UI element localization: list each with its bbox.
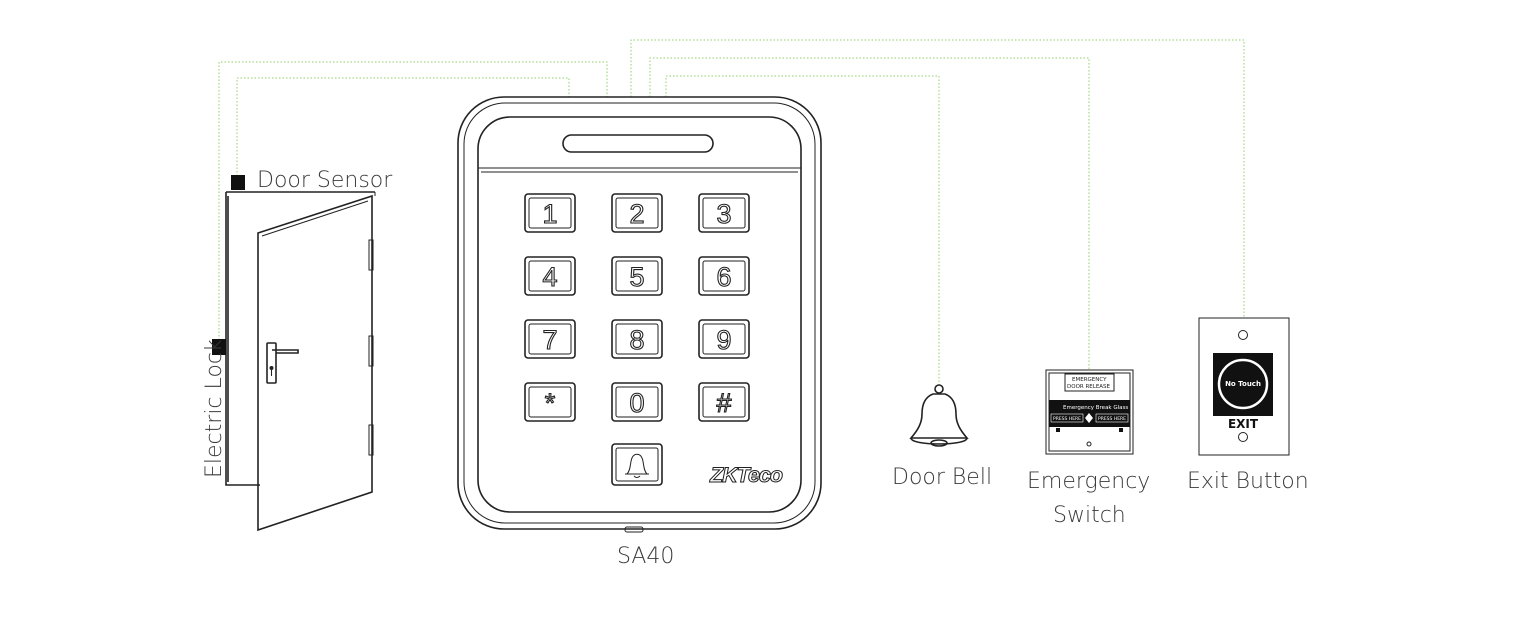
device-face [477, 116, 802, 513]
card-reader-indicator [562, 134, 714, 153]
door-bell-label: Door Bell [892, 465, 992, 490]
keypad-key-label: 5 [629, 262, 644, 292]
exit-button-caption: EXIT [1228, 417, 1259, 431]
keypad-key-label: 7 [542, 325, 557, 355]
door-frame [225, 191, 375, 486]
door-sensor-label: Door Sensor [257, 168, 393, 193]
wires [218, 39, 1245, 385]
keypad-key: 7 [524, 319, 576, 359]
keypad-key: 1 [524, 193, 576, 233]
door-leaf [257, 194, 373, 532]
exit-button-plate [1198, 317, 1290, 456]
emergency-switch-label-line1: Emergency [1027, 469, 1150, 494]
keypad-key: * [524, 382, 576, 422]
door-sensor-block [231, 175, 245, 190]
keypad-key: 3 [698, 193, 750, 233]
brand-logo: ZKTeco [709, 464, 783, 487]
exit-button-center-text: No Touch [1225, 380, 1261, 388]
door-handle [272, 349, 299, 354]
keypad-key: 6 [698, 256, 750, 296]
electric-lock-label: Electric Lock [202, 339, 227, 478]
keypad-key-label: 0 [629, 388, 644, 418]
device-model-label: SA40 [617, 544, 674, 569]
emergency-switch-label-line2: Switch [1053, 503, 1126, 528]
keypad-key: 9 [698, 319, 750, 359]
keypad-key: 8 [611, 319, 663, 359]
keypad-key: 0 [611, 382, 663, 422]
keypad-bell-key [611, 443, 663, 486]
exit-button: No Touch EXIT [1198, 317, 1290, 456]
emergency-break-glass-band [1049, 400, 1130, 427]
emergency-switch: EMERGENCY DOOR RELEASE Emergency Break G… [1045, 369, 1134, 455]
keypad-key-label: 3 [716, 199, 731, 229]
door [212, 175, 376, 532]
exit-button-label: Exit Button [1187, 469, 1309, 494]
wire-emergency-switch [649, 57, 1090, 370]
emergency-header-2: DOOR RELEASE [1067, 384, 1111, 390]
no-touch-sensor-icon [1217, 358, 1269, 410]
door-handle-plate [266, 342, 277, 384]
sa40-device [457, 96, 822, 533]
wire-door-bell [665, 75, 940, 385]
bell-key-icon [625, 453, 649, 478]
keypad-key-label: * [545, 388, 556, 418]
keypad-key-label: 8 [629, 325, 644, 355]
keypad-key: 4 [524, 256, 576, 296]
electric-lock-block [212, 339, 226, 355]
keypad-key-label: 4 [542, 262, 557, 292]
wire-door-sensor [236, 77, 570, 176]
emergency-press-right: PRESS HERE [1098, 416, 1126, 422]
keypad-key-label: 9 [716, 325, 731, 355]
keypad-key-label: 2 [629, 199, 644, 229]
keypad-key-label: 1 [542, 199, 557, 229]
keypad-key: 2 [611, 193, 663, 233]
wire-exit-button [630, 39, 1245, 318]
keypad-key: # [698, 382, 750, 422]
emergency-switch-body [1045, 369, 1134, 455]
door-bell [909, 384, 969, 447]
emergency-press-left: PRESS HERE [1053, 416, 1081, 422]
keypad-key-label: # [716, 388, 731, 418]
wire-electric-lock [218, 61, 608, 340]
emergency-band-text: Emergency Break Glass [1063, 405, 1128, 411]
keypad: 1 2 3 4 5 6 7 8 9 * 0 # [524, 193, 750, 422]
keypad-key: 5 [611, 256, 663, 296]
keypad-key-label: 6 [716, 262, 731, 292]
emergency-header-1: EMERGENCY [1072, 377, 1107, 383]
device-outer-shell [457, 96, 822, 530]
